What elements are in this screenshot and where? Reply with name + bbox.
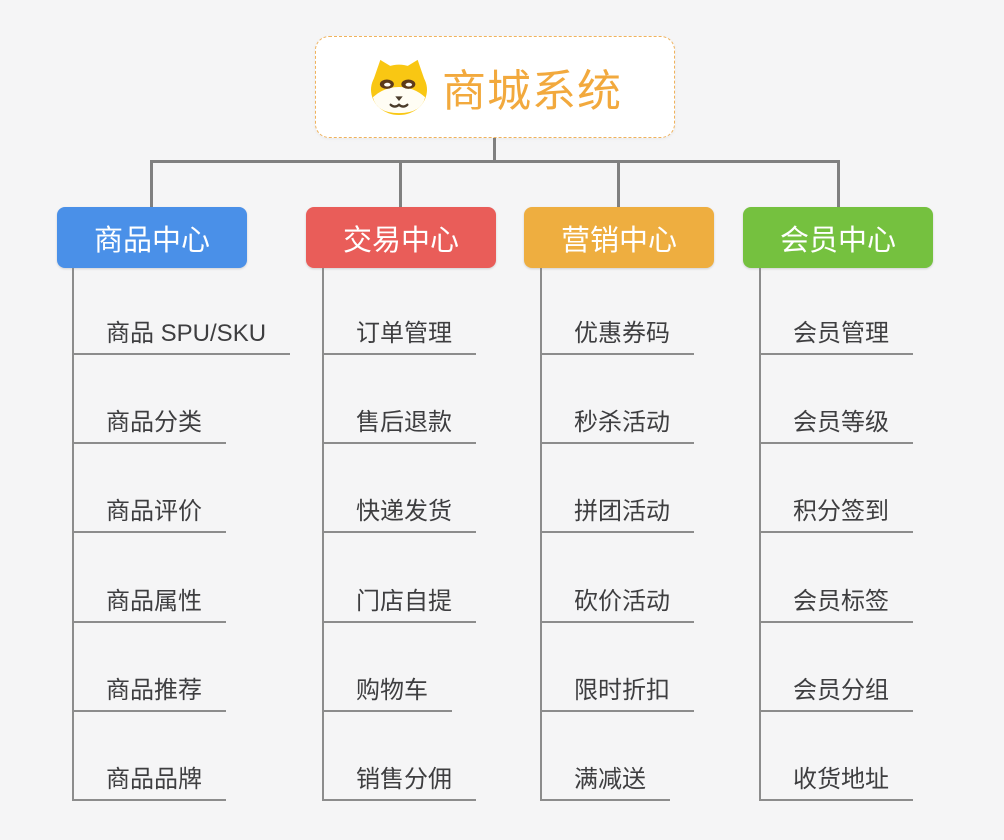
branch-column-marketing: 优惠券码 秒杀活动 拼团活动 砍价活动 限时折扣 满减送 [540,268,780,808]
branch-node-product-center[interactable]: 商品中心 [57,207,247,268]
leaf-item-store-pickup[interactable]: 门店自提 [322,588,476,623]
connector-drop-product [150,160,153,208]
leaf-item-product-spu-sku[interactable]: 商品 SPU/SKU [72,320,291,355]
leaf-item-product-attribute[interactable]: 商品属性 [72,588,226,623]
leaf-item-limited-discount[interactable]: 限时折扣 [540,677,694,712]
connector-drop-member [837,160,840,208]
leaf-item-express-shipping[interactable]: 快递发货 [322,498,476,533]
branch-column-trade: 订单管理 售后退款 快递发货 门店自提 购物车 销售分佣 [322,268,562,808]
leaf-item-member-tags[interactable]: 会员标签 [759,588,913,623]
root-title: 商城系统 [442,67,622,116]
leaf-item-flash-sale[interactable]: 秒杀活动 [540,409,694,444]
leaf-item-member-groups[interactable]: 会员分组 [759,677,913,712]
leaf-item-full-reduction[interactable]: 满减送 [540,766,670,801]
column-connector-line [759,268,761,801]
leaf-item-shopping-cart[interactable]: 购物车 [322,677,452,712]
leaf-item-product-review[interactable]: 商品评价 [72,498,226,533]
leaf-item-product-recommend[interactable]: 商品推荐 [72,677,226,712]
branch-column-product: 商品 SPU/SKU 商品分类 商品评价 商品属性 商品推荐 商品品牌 [72,268,312,808]
leaf-item-member-management[interactable]: 会员管理 [759,320,913,355]
leaf-item-bargain[interactable]: 砍价活动 [540,588,694,623]
leaf-item-group-buy[interactable]: 拼团活动 [540,498,694,533]
branch-node-member-center[interactable]: 会员中心 [743,207,933,268]
connector-drop-trade [399,160,402,208]
root-node[interactable]: 商城系统 [315,36,675,138]
leaf-item-points-checkin[interactable]: 积分签到 [759,498,913,533]
leaf-item-product-category[interactable]: 商品分类 [72,409,226,444]
column-connector-line [540,268,542,801]
branch-column-member: 会员管理 会员等级 积分签到 会员标签 会员分组 收货地址 [759,268,999,808]
connector-bus [150,160,839,163]
column-connector-line [322,268,324,801]
leaf-item-member-level[interactable]: 会员等级 [759,409,913,444]
leaf-item-product-brand[interactable]: 商品品牌 [72,766,226,801]
connector-drop-marketing [617,160,620,208]
column-connector-line [72,268,74,801]
leaf-item-coupon-code[interactable]: 优惠券码 [540,320,694,355]
leaf-item-shipping-address[interactable]: 收货地址 [759,766,913,801]
branch-node-marketing-center[interactable]: 营销中心 [524,207,714,268]
branch-node-trade-center[interactable]: 交易中心 [306,207,496,268]
leaf-item-aftersale-refund[interactable]: 售后退款 [322,409,476,444]
leaf-item-sales-commission[interactable]: 销售分佣 [322,766,476,801]
dog-face-icon [371,59,427,115]
leaf-item-order-management[interactable]: 订单管理 [322,320,476,355]
connector-root-stub [493,138,496,163]
